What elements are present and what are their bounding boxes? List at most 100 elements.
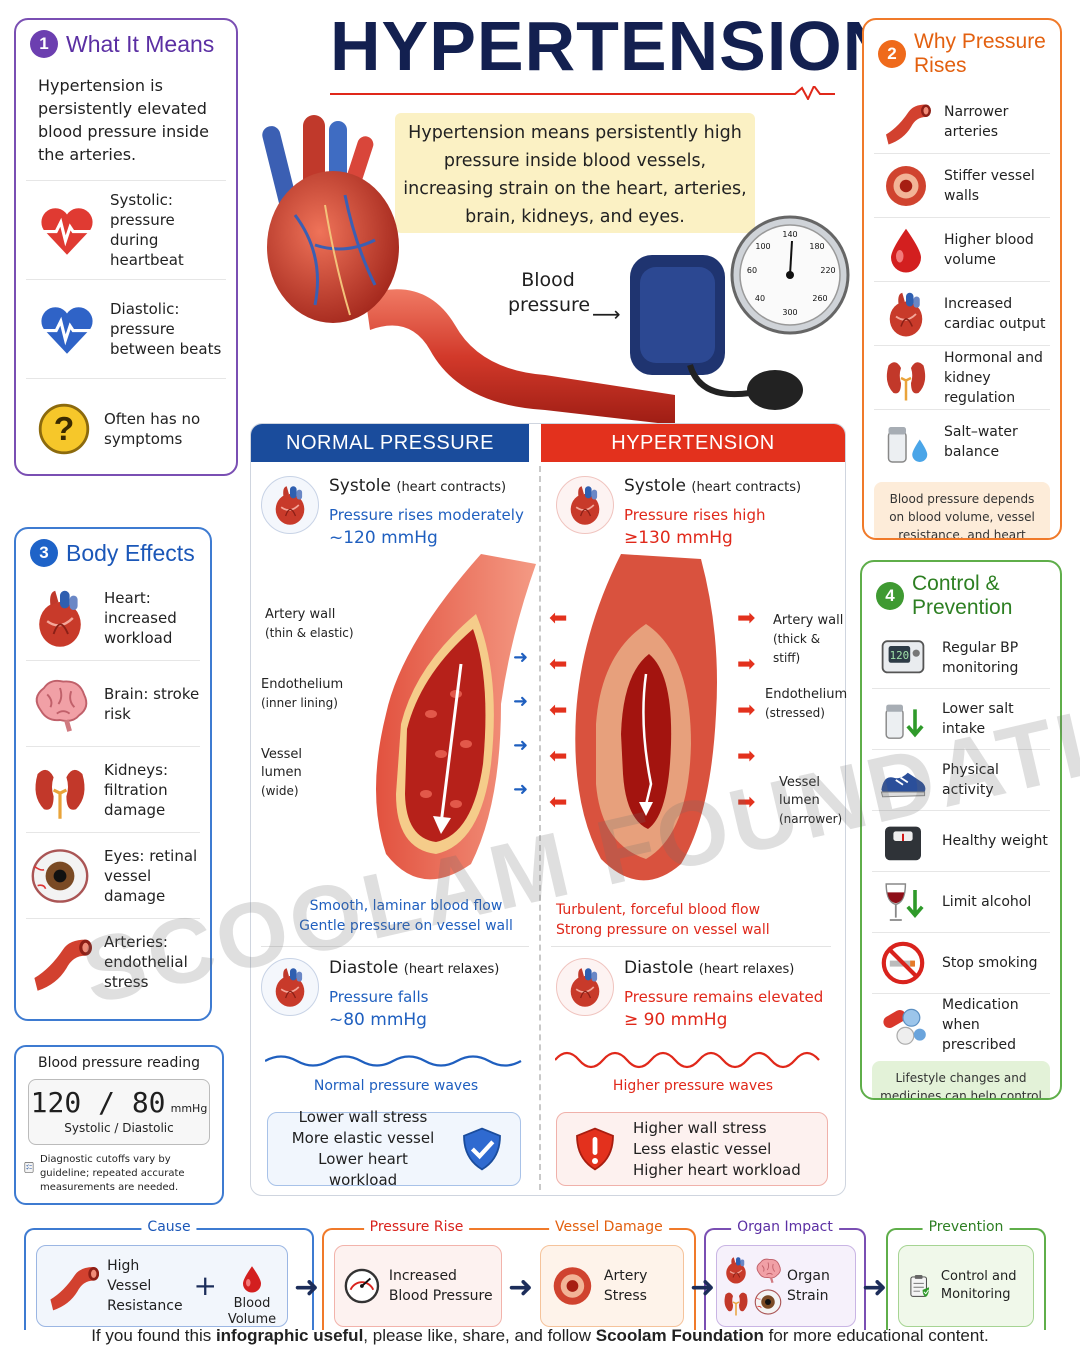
svg-text:220: 220 xyxy=(820,266,835,275)
salt-water-icon xyxy=(878,417,934,467)
higher-wave-caption: Higher pressure waves xyxy=(612,1078,774,1094)
heart-artery-illustration xyxy=(262,115,675,425)
normal-pressure-heading: NORMAL PRESSURE xyxy=(251,424,529,462)
normal-vessel-illustration xyxy=(376,554,536,880)
flow-arrow-icon: ➜ xyxy=(862,1270,888,1305)
stiff-vessel-icon xyxy=(878,161,934,211)
brain-icon xyxy=(28,672,92,736)
why-pressure-rises-panel: 2 Why Pressure Rises Narrower arteries S… xyxy=(862,18,1062,540)
narrow-artery-icon xyxy=(878,97,934,147)
blue-heart-ecg-icon xyxy=(36,298,98,360)
svg-text:260: 260 xyxy=(812,294,827,303)
normal-lumen-label: Vessel lumen(wide) xyxy=(261,747,303,798)
list-item: Kidneys: filtration damage xyxy=(26,747,200,833)
hyper-lumen-label: Vessel lumen(narrower) xyxy=(779,775,843,826)
stage-cause: Cause xyxy=(24,1219,314,1330)
normal-wave-caption: Normal pressure waves xyxy=(313,1078,479,1094)
higher-pressure-wave xyxy=(555,1051,820,1069)
normal-stress-summary: Lower wall stress More elastic vessel Lo… xyxy=(267,1108,521,1189)
running-shoe-icon xyxy=(874,756,932,804)
step-vessel-damage: Artery Stress xyxy=(540,1245,684,1327)
artery-icon xyxy=(28,930,92,994)
panel-title: What It Means xyxy=(66,30,215,57)
hyper-pressure-arrows-right: ➡➡➡➡➡ xyxy=(737,606,756,815)
stage-pressure-rise: Pressure Rise Vessel Damage xyxy=(322,1219,696,1330)
panel-note: Blood pressure depends on blood volume, … xyxy=(874,482,1050,538)
bp-display: 120 / 80 mmHg Systolic / Diastolic xyxy=(28,1079,210,1145)
eye-icon xyxy=(28,844,92,908)
normal-pressure-wave xyxy=(265,1055,522,1067)
stressed-artery-icon xyxy=(549,1256,596,1316)
salt-shaker-icon xyxy=(874,695,932,743)
list-item: Increased cardiac output xyxy=(874,282,1050,346)
arrow-right-icon: ⟶ xyxy=(592,302,621,326)
hyper-stress-summary: Higher wall stress Less elastic vessel H… xyxy=(556,1112,828,1186)
list-item: Systolic: pressure during heartbeat xyxy=(26,181,226,280)
artery-icon xyxy=(45,1257,99,1315)
flow-arrow-icon: ➜ xyxy=(508,1270,534,1305)
panel-title: Body Effects xyxy=(66,539,195,566)
list-item: Higher blood volume xyxy=(874,218,1050,282)
hypertension-vessel-illustration xyxy=(575,554,717,881)
list-item: Brain: stroke risk xyxy=(26,661,200,747)
step-organ-impact: Organ Strain xyxy=(716,1245,856,1327)
list-item: Narrower arteries xyxy=(874,90,1050,154)
flow-arrow-icon: ➜ xyxy=(690,1270,716,1305)
step-cause: High Vessel Resistance + Blood Volume xyxy=(36,1245,288,1327)
hyper-flow-caption: Turbulent, forceful blood flow Strong pr… xyxy=(556,902,770,938)
headline: Hypertension means persistently high pre… xyxy=(395,113,755,233)
scale-icon xyxy=(874,817,932,865)
heart-icon xyxy=(268,965,312,1009)
hyper-systole: Systole (heart contracts) Pressure rises… xyxy=(556,476,801,548)
bp-reading-title: Blood pressure reading xyxy=(37,1055,201,1071)
hyper-pressure-arrows-left: ⬅⬅⬅⬅⬅ xyxy=(549,606,568,815)
bp-note: Diagnostic cutoffs vary by guideline; re… xyxy=(39,1154,185,1193)
normal-systole: Systole (heart contracts) Pressure rises… xyxy=(261,476,524,548)
list-item: Stop smoking xyxy=(872,933,1050,994)
normal-wall-label: Artery wall(thin & elastic) xyxy=(265,607,354,640)
blood-drop-icon xyxy=(237,1262,267,1296)
list-item: Healthy weight xyxy=(872,811,1050,872)
kidney-icon xyxy=(28,758,92,822)
no-smoking-icon xyxy=(874,939,932,987)
normal-pressure-arrows: ➜➜➜➜ xyxy=(513,647,529,800)
body-effects-panel: 3 Body Effects Heart: increased workload… xyxy=(14,527,212,1021)
list-item: Heart: increased workload xyxy=(26,575,200,661)
control-prevention-panel: 4 Control & Prevention Regular BP monito… xyxy=(860,560,1062,1100)
wine-glass-icon xyxy=(874,878,932,926)
bp-sub-labels: Systolic / Diastolic xyxy=(64,1121,174,1135)
question-mark-icon xyxy=(36,401,92,457)
bp-monitor-icon xyxy=(874,634,932,682)
stage-prevention: Prevention xyxy=(886,1219,1046,1330)
footer-text: If you found this infographic useful, pl… xyxy=(91,1326,989,1345)
list-item: Stiffer vessel walls xyxy=(874,154,1050,218)
heart-icon xyxy=(878,289,934,339)
panel-number: 3 xyxy=(30,539,58,567)
normal-flow-caption: Smooth, laminar blood flow Gentle pressu… xyxy=(299,898,513,934)
panel-title: Why Pressure Rises xyxy=(914,30,1046,77)
svg-text:180: 180 xyxy=(809,242,824,251)
pills-icon xyxy=(874,1001,932,1049)
title-ecg-line xyxy=(330,86,835,100)
flow-arrow-icon: ➜ xyxy=(294,1270,320,1305)
hypertension-heading: HYPERTENSION xyxy=(541,424,845,462)
panel-number: 2 xyxy=(878,40,906,68)
checklist-icon xyxy=(24,1162,34,1173)
panel-number: 1 xyxy=(30,30,58,58)
column-divider xyxy=(539,466,541,1190)
hyper-diastole: Diastole (heart relaxes) Pressure remain… xyxy=(556,958,823,1030)
list-item: Diastolic: pressure between beats xyxy=(26,280,226,379)
what-it-means-panel: 1 What It Means Hypertension is persiste… xyxy=(14,18,238,476)
svg-text:100: 100 xyxy=(755,242,770,251)
list-item: Limit alcohol xyxy=(872,872,1050,933)
list-item: Often has no symptoms xyxy=(26,379,226,476)
normal-diastole: Diastole (heart relaxes) Pressure falls … xyxy=(261,958,499,1030)
heart-icon xyxy=(28,586,92,650)
hyper-endothelium-label: Endothelium(stressed) xyxy=(765,687,848,720)
bp-value: 120 / 80 xyxy=(30,1086,166,1119)
blood-pressure-label: Blood pressure xyxy=(508,269,591,316)
list-item: Hormonal and kidney regulation xyxy=(874,346,1050,410)
svg-text:60: 60 xyxy=(747,266,757,275)
shield-alert-icon xyxy=(571,1124,619,1174)
